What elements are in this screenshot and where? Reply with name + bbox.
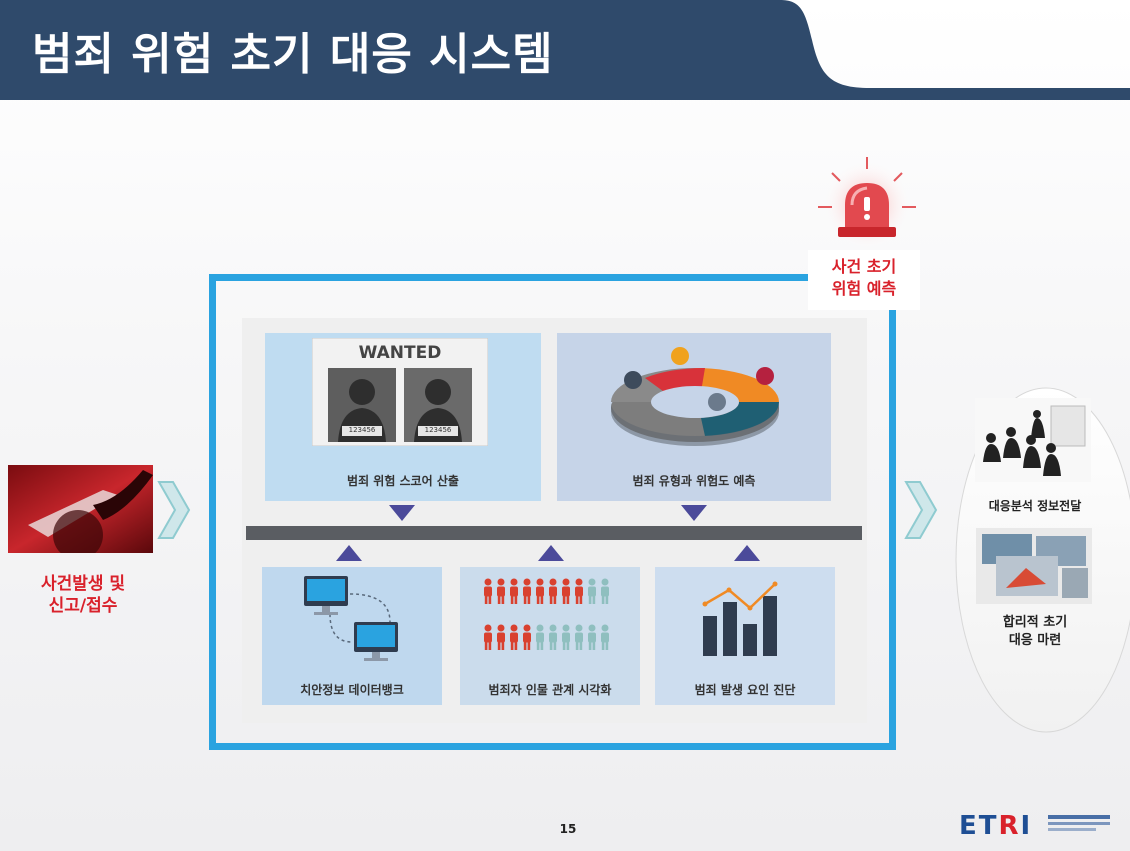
response-plan-line2: 대응 마련: [1008, 633, 1062, 648]
wanted-id-right: 123456: [424, 426, 452, 434]
relation-card-label: 범죄자 인물 관계 시각화: [488, 683, 612, 697]
etri-logo-et: ET: [959, 811, 999, 841]
up-arrow-icon: [538, 545, 564, 561]
alarm-siren-icon: [818, 157, 916, 250]
page-title: 범죄 위험 초기 대응 시스템: [32, 29, 554, 80]
title-divider: [0, 97, 1130, 100]
page-number: 15: [559, 822, 577, 836]
incident-label-line2: 신고/접수: [48, 596, 118, 616]
down-arrow-icon: [681, 505, 707, 521]
response-plan-line1: 합리적 초기: [1002, 615, 1068, 630]
alarm-label-line2: 위험 예측: [831, 279, 897, 298]
title-bar: [0, 0, 1130, 100]
chevron-right-icon: [157, 481, 191, 539]
info-delivery-label: 대응분석 정보전달: [988, 499, 1082, 513]
factor-card-label: 범죄 발생 요인 진단: [694, 683, 796, 697]
donut-chart-image: [611, 347, 780, 446]
etri-logo: ETRI: [959, 811, 1032, 841]
down-arrow-icon: [389, 505, 415, 521]
wanted-text: WANTED: [358, 343, 442, 363]
people-icon-grid: [484, 578, 609, 650]
response-plan-label: 합리적 초기 대응 마련: [960, 614, 1110, 650]
meeting-image: [975, 398, 1091, 482]
alarm-label-line1: 사건 초기: [831, 257, 897, 276]
databank-card-label: 치안정보 데이터뱅크: [300, 683, 404, 697]
system-frame: [209, 274, 896, 750]
chevron-right-icon: [904, 481, 938, 539]
alarm-badge-bg: [808, 250, 920, 310]
bar-trend-icon: [702, 581, 778, 656]
connector-bar: [246, 526, 862, 540]
knife-image: [8, 465, 153, 553]
up-arrow-icon: [734, 545, 760, 561]
screens-image: [976, 528, 1092, 604]
etri-logo-subtext: [1048, 815, 1110, 831]
wanted-id-left: 123456: [348, 426, 376, 434]
computer-network-icon: [304, 576, 398, 661]
score-card-label: 범죄 위험 스코어 산출: [347, 474, 459, 488]
up-arrow-icon: [336, 545, 362, 561]
incident-label-line1: 사건발생 및: [40, 574, 126, 594]
prediction-card-label: 범죄 유형과 위험도 예측: [632, 474, 756, 488]
wanted-poster-image: [312, 338, 488, 446]
incident-label: 사건발생 및 신고/접수: [18, 573, 148, 617]
etri-logo-r: R: [998, 811, 1021, 841]
etri-logo-i: I: [1020, 811, 1033, 841]
alarm-label: 사건 초기 위험 예측: [812, 256, 916, 300]
databank-card: [262, 567, 442, 705]
